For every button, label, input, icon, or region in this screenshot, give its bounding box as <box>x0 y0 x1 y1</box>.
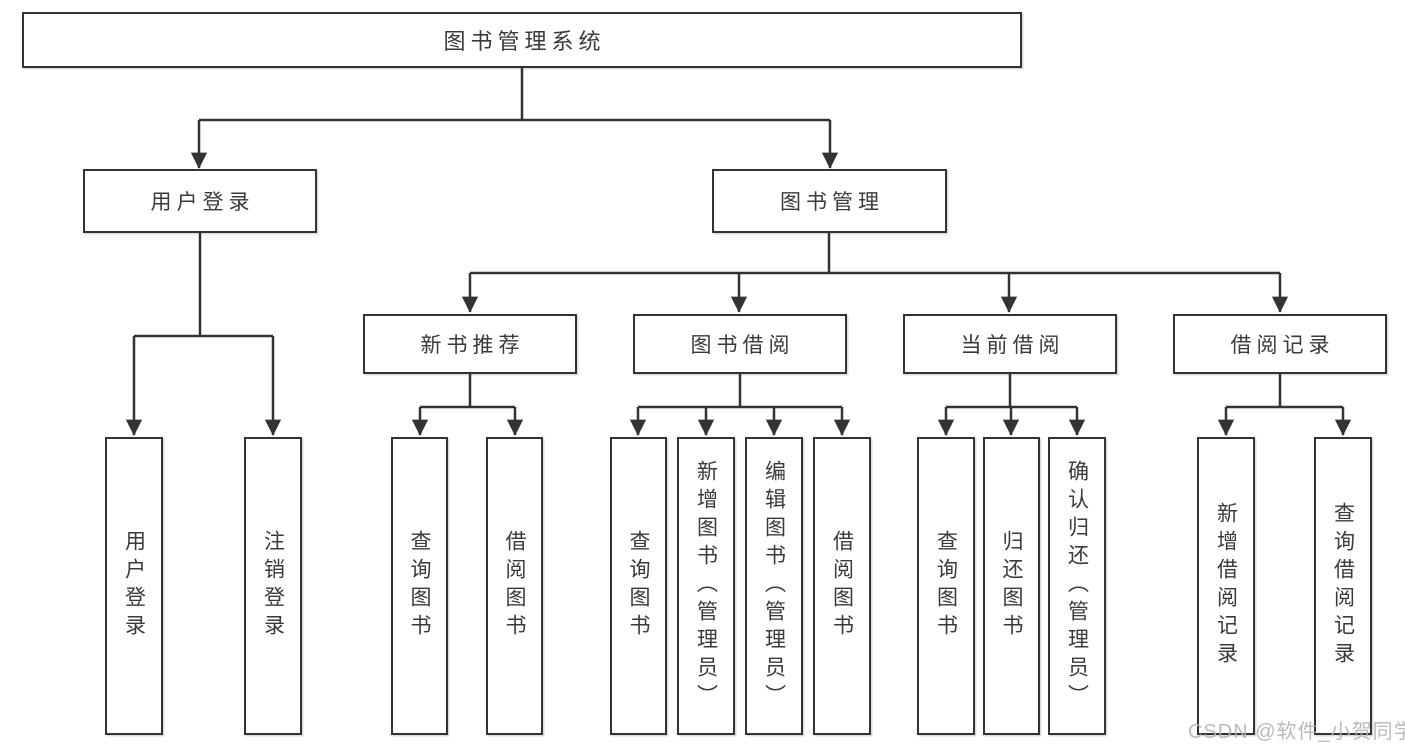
leaf-return-book: 归还图书 <box>983 437 1040 735</box>
csdn-watermark: CSDN @软件_小贺同学 <box>1188 721 1405 743</box>
leaf-add-book-admin: 新增图书（管理员） <box>677 437 735 735</box>
leaf-borrow-books-2: 借阅图书 <box>813 437 871 735</box>
node-label: 图书管理系统 <box>443 29 606 54</box>
leaf-borrow-books-1: 借阅图书 <box>486 437 543 735</box>
node-label: 图书管理 <box>780 191 884 214</box>
leaf-query-books-2: 查询图书 <box>610 437 667 735</box>
leaf-add-borrow-record: 新增借阅记录 <box>1197 437 1255 735</box>
node-label: 注销登录 <box>261 530 285 642</box>
node-label: 借阅图书 <box>503 530 526 642</box>
node-label: 归还图书 <box>1000 530 1023 642</box>
leaf-query-books-3: 查询图书 <box>917 437 975 735</box>
node-label: 借阅记录 <box>1230 334 1335 357</box>
node-label: 新增图书（管理员） <box>694 460 718 712</box>
node-label: 查询图书 <box>408 530 431 642</box>
group-current-borrowing: 当前借阅 <box>903 314 1117 374</box>
leaf-confirm-return-admin: 确认归还（管理员） <box>1048 437 1106 735</box>
node-label: 借阅图书 <box>830 530 854 642</box>
node-label: 编辑图书（管理员） <box>762 460 786 712</box>
group-new-book-recommend: 新书推荐 <box>363 314 577 374</box>
leaf-user-login: 用户登录 <box>105 437 163 735</box>
leaf-query-books-1: 查询图书 <box>391 437 448 735</box>
group-borrow-records: 借阅记录 <box>1173 314 1387 374</box>
branch-book-management: 图书管理 <box>712 169 947 233</box>
node-label: 查询图书 <box>627 530 650 642</box>
node-label: 查询借阅记录 <box>1331 502 1355 670</box>
branch-user-login: 用户登录 <box>83 169 317 233</box>
leaf-query-borrow-record: 查询借阅记录 <box>1314 437 1372 735</box>
leaf-edit-book-admin: 编辑图书（管理员） <box>745 437 803 735</box>
group-book-borrowing: 图书借阅 <box>633 314 847 374</box>
node-label: 图书借阅 <box>690 334 795 357</box>
node-label: 确认归还（管理员） <box>1065 460 1089 712</box>
node-label: 查询图书 <box>934 530 958 642</box>
node-label: 用户登录 <box>150 191 255 214</box>
node-label: 用户登录 <box>122 530 146 642</box>
node-label: 当前借阅 <box>960 334 1065 357</box>
leaf-logout: 注销登录 <box>244 437 302 735</box>
node-label: 新增借阅记录 <box>1214 502 1238 670</box>
node-root: 图书管理系统 <box>22 12 1022 68</box>
node-label: 新书推荐 <box>420 334 525 357</box>
